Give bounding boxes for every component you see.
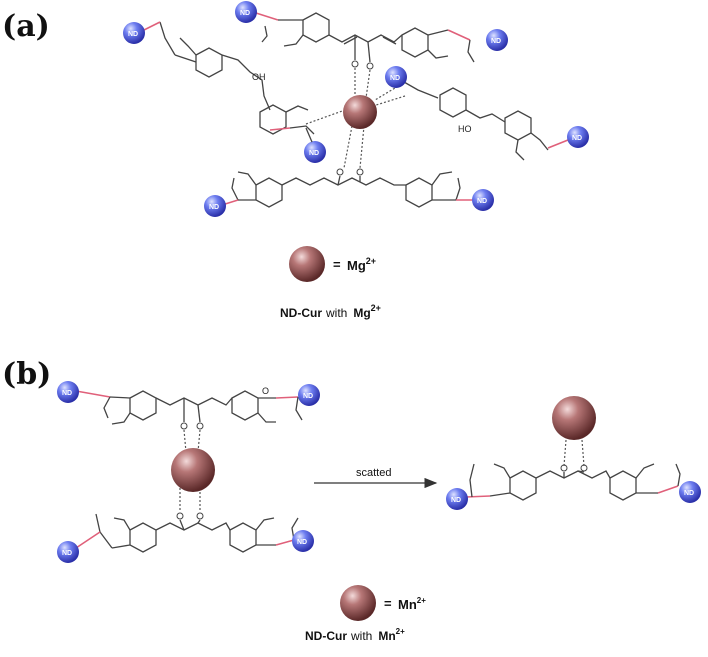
- oxygen-atom: [580, 464, 588, 472]
- curcumin-b-right: [465, 463, 681, 501]
- oxygen-label: O: [262, 386, 269, 396]
- nd-label: ND: [309, 150, 319, 157]
- nanodiamond-particle: [57, 541, 79, 563]
- panel-b-label: (b): [2, 357, 51, 392]
- curcumin-top-b-left: O: [75, 386, 303, 430]
- nd-label: ND: [491, 38, 501, 45]
- nd-label: ND: [303, 393, 313, 400]
- oxygen-atom: [180, 422, 188, 430]
- curcumin-left-a: OH: [139, 21, 346, 135]
- panel-a-label: (a): [2, 9, 50, 44]
- benzene-ring: [259, 104, 287, 135]
- mg-ion-sphere: [343, 95, 377, 129]
- oxygen-atom: [176, 512, 184, 520]
- hydroxyl-label: HO: [458, 124, 472, 134]
- nd-label: ND: [572, 135, 582, 142]
- nanodiamond-particle: [446, 488, 468, 510]
- oxygen-atom: [366, 62, 374, 70]
- oxygen-atom: [351, 60, 359, 68]
- hydroxyl-label: OH: [252, 72, 266, 82]
- nanodiamond-particle: [679, 481, 701, 503]
- benzene-ring: [439, 87, 467, 118]
- legend-ion-a: Mg2+: [347, 256, 376, 273]
- benzene-ring: [609, 470, 637, 501]
- benzene-ring: [195, 47, 223, 78]
- oxygen-atom: [356, 168, 364, 176]
- benzene-ring: [504, 110, 532, 141]
- nd-label: ND: [451, 497, 461, 504]
- legend-equals: =: [333, 257, 341, 272]
- curcumin-right-a: HO: [372, 81, 569, 161]
- benzene-ring: [255, 177, 283, 208]
- nanodiamond-particle: [385, 66, 407, 88]
- benzene-ring: [302, 12, 330, 43]
- curcumin-top-a: [255, 12, 475, 70]
- legend-ion-b: Mn2+: [398, 596, 426, 612]
- benzene-ring: [231, 390, 259, 421]
- legend-equals: =: [384, 596, 392, 611]
- benzene-ring: [509, 470, 537, 501]
- nd-label: ND: [390, 75, 400, 82]
- panel-b: (b) O ND ND: [2, 357, 701, 643]
- benzene-ring: [401, 27, 429, 58]
- oxygen-atom: [196, 512, 204, 520]
- nanodiamond-particle: [123, 22, 145, 44]
- oxygen-atom: [196, 422, 204, 430]
- benzene-ring: [405, 177, 433, 208]
- nd-label: ND: [477, 198, 487, 205]
- legend-metal-sphere: [340, 585, 376, 621]
- benzene-ring: [129, 522, 157, 553]
- nanodiamond-particle: [298, 384, 320, 406]
- nd-label: ND: [62, 550, 72, 557]
- oxygen-atom: [336, 168, 344, 176]
- nanodiamond-particle: [304, 141, 326, 163]
- curcumin-bottom-a: [221, 168, 474, 208]
- nanodiamond-particle: [472, 189, 494, 211]
- legend-metal-sphere: [289, 246, 325, 282]
- nd-label: ND: [297, 539, 307, 546]
- benzene-ring: [229, 522, 257, 553]
- mn-ion-sphere: [552, 396, 596, 440]
- nanodiamond-particle: [486, 29, 508, 51]
- arrow-label: scatted: [356, 467, 391, 479]
- nanodiamond-particle: [57, 381, 79, 403]
- panel-a: (a): [2, 1, 589, 320]
- nanodiamond-particle: [235, 1, 257, 23]
- nd-label: ND: [240, 10, 250, 17]
- benzene-ring: [129, 390, 157, 421]
- nanodiamond-particle: [567, 126, 589, 148]
- nanodiamond-particle: [292, 530, 314, 552]
- nd-label: ND: [684, 490, 694, 497]
- nanodiamond-particle: [204, 195, 226, 217]
- nd-label: ND: [209, 204, 219, 211]
- curcumin-bottom-b-left: [75, 512, 299, 553]
- oxygen-atom: [560, 464, 568, 472]
- nd-label: ND: [62, 390, 72, 397]
- mn-ion-sphere: [171, 448, 215, 492]
- nd-label: ND: [128, 31, 138, 38]
